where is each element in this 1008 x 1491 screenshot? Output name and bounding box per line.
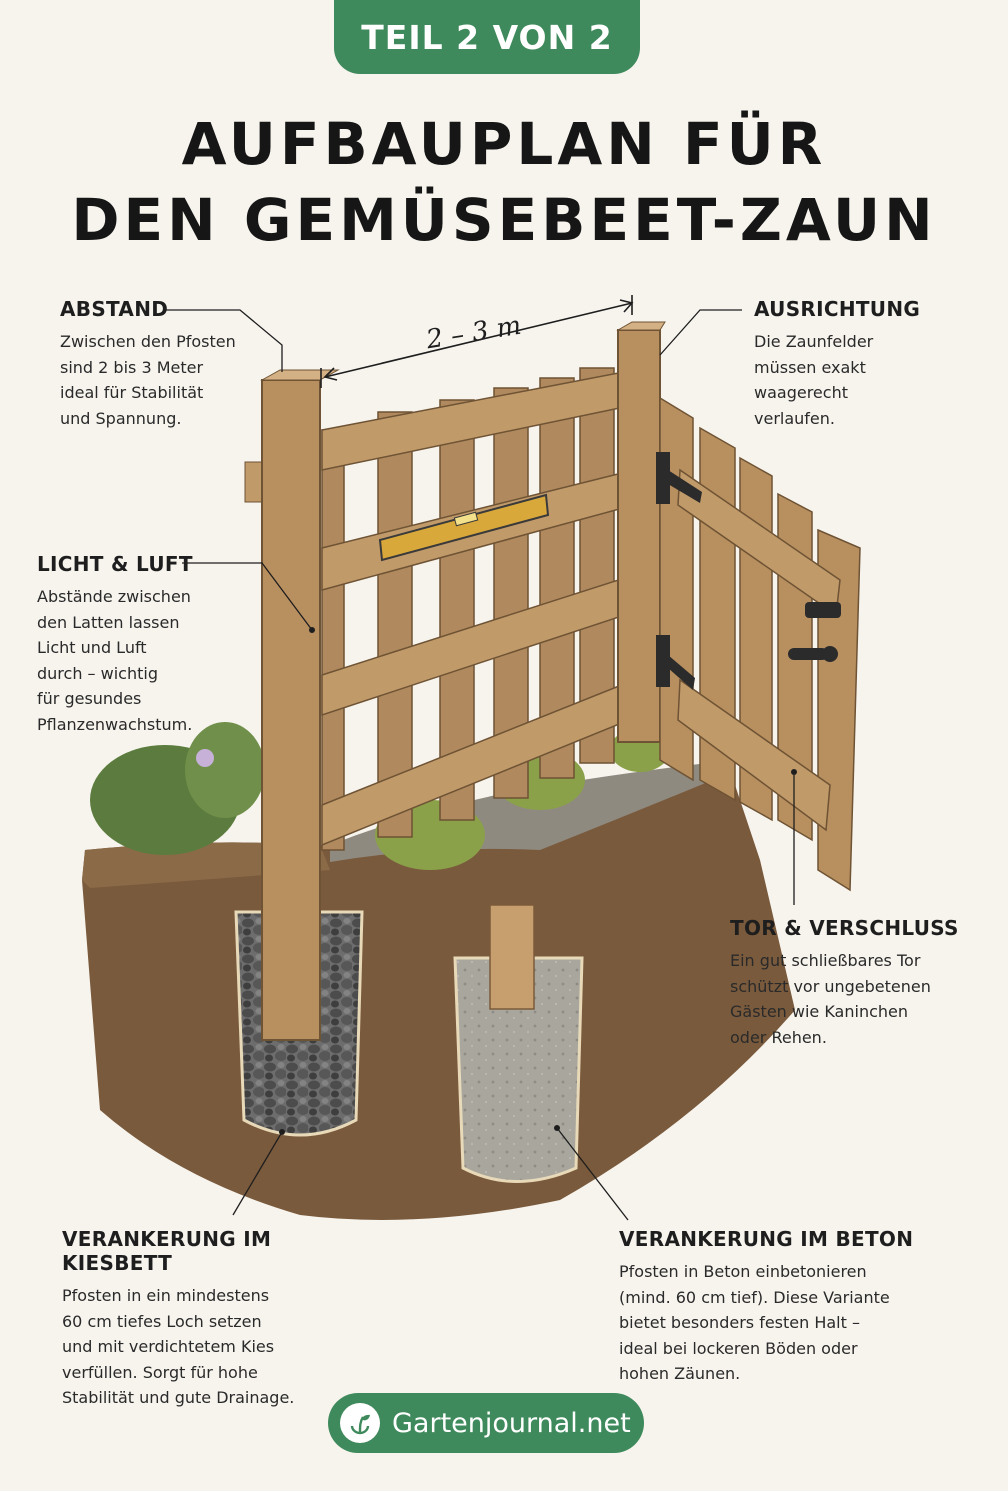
concrete-footing [453, 956, 584, 1183]
left-post [244, 369, 340, 1041]
label-ausrichtung: AUSRICHTUNG Die Zaunfelder müssen exakt … [754, 297, 974, 431]
brand-name: Gartenjournal.net [392, 1407, 631, 1439]
ausrichtung-text: Die Zaunfelder müssen exakt waagerecht v… [754, 332, 874, 428]
spirit-level-icon [378, 493, 550, 562]
abstand-heading: ABSTAND [60, 297, 169, 321]
fence-rails [321, 369, 635, 847]
beton-text: Pfosten in Beton einbetonieren (mind. 60… [619, 1262, 890, 1383]
leader-lines [165, 309, 795, 1221]
part-badge: TEIL 2 VON 2 [334, 0, 640, 74]
kies-heading: VERANKERUNG IM KIESBETT [62, 1227, 272, 1275]
footer-brand-pill[interactable]: Gartenjournal.net [328, 1393, 644, 1453]
page-title-line1: AUFBAUPLAN FÜR [181, 110, 827, 178]
ausrichtung-heading: AUSRICHTUNG [754, 297, 921, 321]
gate-hardware [656, 452, 841, 690]
label-kiesbett: VERANKERUNG IM KIESBETT Pfosten in ein m… [62, 1227, 362, 1411]
tor-text: Ein gut schließbares Tor schützt vor ung… [730, 951, 931, 1047]
label-licht-luft: LICHT & LUFT Abstände zwischen den Latte… [37, 552, 237, 737]
abstand-text: Zwischen den Pfosten sind 2 bis 3 Meter … [60, 332, 236, 428]
kies-text: Pfosten in ein mindestens 60 cm tiefes L… [62, 1286, 295, 1407]
dimension-arrow [320, 295, 634, 388]
concrete-post [489, 904, 535, 1010]
plant-logo-icon [340, 1403, 380, 1443]
page-title-line2: DEN GEMÜSEBEET-ZAUN [71, 186, 937, 254]
label-tor: TOR & VERSCHLUSS Ein gut schließbares To… [730, 916, 1000, 1050]
licht-text: Abstände zwischen den Latten lassen Lich… [37, 587, 193, 734]
licht-heading: LICHT & LUFT [37, 552, 193, 576]
tor-heading: TOR & VERSCHLUSS [730, 916, 959, 940]
beton-heading: VERANKERUNG IM BETON [619, 1227, 914, 1251]
label-beton: VERANKERUNG IM BETON Pfosten in Beton ei… [619, 1227, 919, 1387]
label-abstand: ABSTAND Zwischen den Pfosten sind 2 bis … [60, 297, 270, 431]
